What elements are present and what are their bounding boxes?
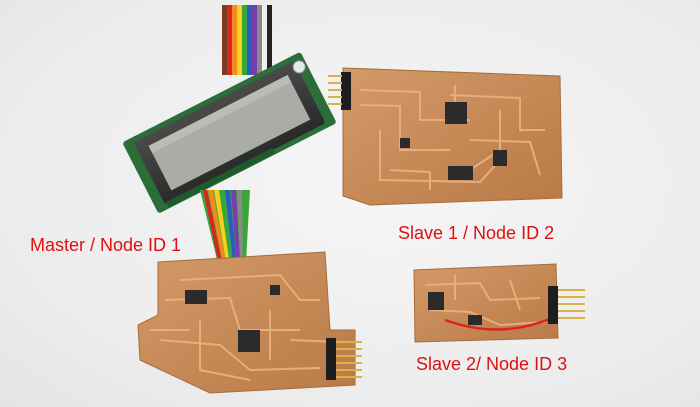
slave1-node-label: Slave 1 / Node ID 2 — [398, 223, 555, 243]
ribbon-cable-bottom — [200, 190, 253, 295]
slave2-pcb-board — [413, 263, 585, 343]
slave2-node-label: Slave 2/ Node ID 3 — [416, 354, 568, 374]
master-node-label: Master / Node ID 1 — [30, 235, 182, 255]
slave1-pcb-board — [328, 67, 563, 206]
master-pcb-board — [137, 251, 362, 394]
ribbon-cable-top — [222, 5, 272, 75]
lcd-display-module — [123, 52, 336, 213]
